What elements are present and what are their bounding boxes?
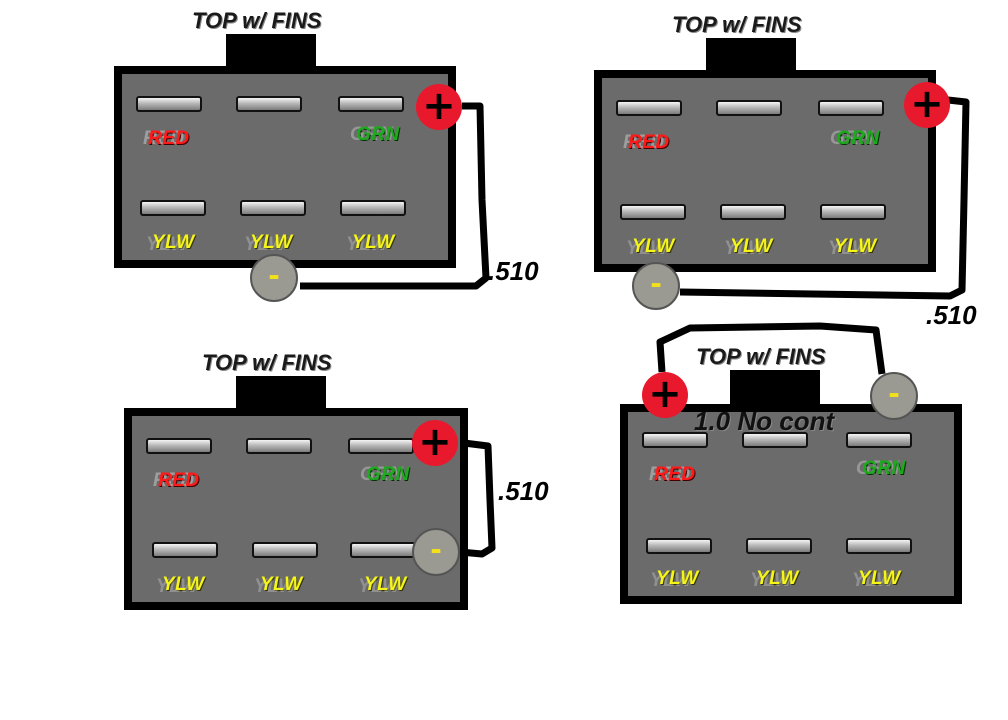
measurement-value: .510 (926, 300, 977, 330)
pin-top-2 (236, 96, 302, 112)
negative-probe: - (870, 372, 918, 420)
measurement-value: 1.0 No cont (694, 406, 835, 436)
pin-bottom-2 (720, 204, 786, 220)
positive-probe: + (904, 82, 950, 128)
pin-bottom-2 (746, 538, 812, 554)
label-ylw-3: YLW (352, 232, 395, 253)
pin-bottom-1 (646, 538, 712, 554)
diagram-title: TOP w/ FINS (672, 12, 802, 37)
pin-bottom-3 (846, 538, 912, 554)
pin-top-1 (616, 100, 682, 116)
diagram-title: TOP w/ FINS (202, 350, 332, 375)
label-grn: GRN (366, 464, 410, 485)
label-ylw-3: YLW (858, 568, 901, 589)
positive-probe: + (416, 84, 462, 130)
label-red: RED (654, 464, 696, 485)
pin-bottom-1 (152, 542, 218, 558)
diagram-title: TOP w/ FINS (696, 344, 826, 369)
negative-probe: - (412, 528, 460, 576)
pin-top-2 (742, 432, 808, 448)
pin-top-3 (338, 96, 404, 112)
pin-bottom-1 (140, 200, 206, 216)
label-ylw-3: YLW (834, 236, 877, 257)
label-grn: GRN (862, 458, 906, 479)
label-ylw-2: YLW (260, 574, 303, 595)
label-grn: GRN (356, 124, 400, 145)
pin-top-2 (716, 100, 782, 116)
pin-top-2 (246, 438, 312, 454)
pin-bottom-3 (350, 542, 416, 558)
pin-top-3 (846, 432, 912, 448)
pin-top-1 (136, 96, 202, 112)
connector-tab (236, 376, 326, 414)
measurement-value: .510 (488, 256, 539, 286)
pin-bottom-2 (252, 542, 318, 558)
label-ylw-2: YLW (756, 568, 799, 589)
pin-top-3 (348, 438, 414, 454)
pin-top-1 (642, 432, 708, 448)
pin-top-3 (818, 100, 884, 116)
pin-bottom-1 (620, 204, 686, 220)
label-ylw-1: YLW (632, 236, 675, 257)
diagram-title: TOP w/ FINS (192, 8, 322, 33)
connector-tab (226, 34, 316, 72)
pin-bottom-2 (240, 200, 306, 216)
label-ylw-2: YLW (250, 232, 293, 253)
negative-probe: - (250, 254, 298, 302)
label-ylw-2: YLW (730, 236, 773, 257)
label-ylw-1: YLW (152, 232, 195, 253)
pin-top-1 (146, 438, 212, 454)
connector-tab (706, 38, 796, 76)
measurement-value: .510 (498, 476, 549, 506)
connector-tab (730, 370, 820, 410)
label-ylw-1: YLW (656, 568, 699, 589)
pin-bottom-3 (340, 200, 406, 216)
positive-probe: + (642, 372, 688, 418)
label-ylw-3: YLW (364, 574, 407, 595)
positive-probe: + (412, 420, 458, 466)
label-red: RED (148, 128, 190, 149)
label-red: RED (628, 132, 670, 153)
label-grn: GRN (836, 128, 880, 149)
pin-bottom-3 (820, 204, 886, 220)
label-red: RED (158, 470, 200, 491)
label-ylw-1: YLW (162, 574, 205, 595)
negative-probe: - (632, 262, 680, 310)
